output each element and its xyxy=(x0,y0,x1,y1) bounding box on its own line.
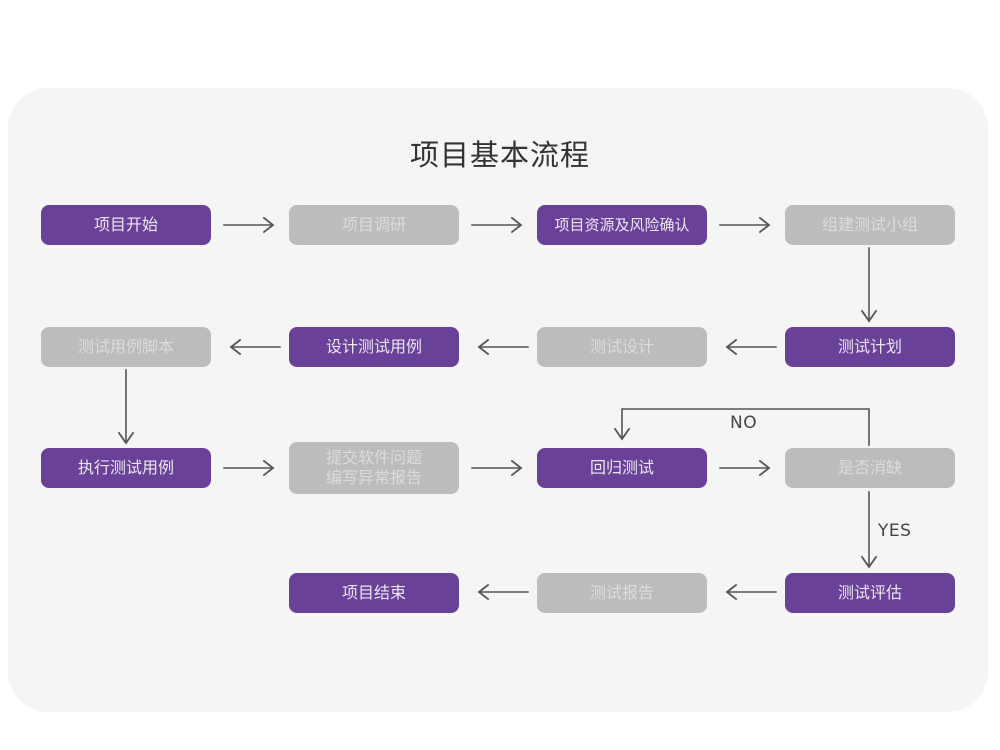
node-regression-test[interactable]: 回归测试 xyxy=(537,448,707,488)
edge-label-yes: YES xyxy=(878,521,912,541)
node-resource-risk-confirm[interactable]: 项目资源及风险确认 xyxy=(537,205,707,245)
node-submit-bug-report[interactable]: 提交软件问题 编写异常报告 xyxy=(289,442,459,494)
node-test-report[interactable]: 测试报告 xyxy=(537,573,707,613)
node-execute-test-case[interactable]: 执行测试用例 xyxy=(41,448,211,488)
page-title: 项目基本流程 xyxy=(409,138,590,172)
node-project-research[interactable]: 项目调研 xyxy=(289,205,459,245)
node-test-evaluation[interactable]: 测试评估 xyxy=(785,573,955,613)
node-project-end[interactable]: 项目结束 xyxy=(289,573,459,613)
node-project-start[interactable]: 项目开始 xyxy=(41,205,211,245)
flowchart-card xyxy=(8,88,988,712)
node-design-test-case[interactable]: 设计测试用例 xyxy=(289,327,459,367)
node-test-plan[interactable]: 测试计划 xyxy=(785,327,955,367)
node-test-case-script[interactable]: 测试用例脚本 xyxy=(41,327,211,367)
node-defect-resolved-decision[interactable]: 是否消缺 xyxy=(785,448,955,488)
node-build-test-team[interactable]: 组建测试小组 xyxy=(785,205,955,245)
node-test-design[interactable]: 测试设计 xyxy=(537,327,707,367)
edge-label-no: NO xyxy=(730,413,758,433)
